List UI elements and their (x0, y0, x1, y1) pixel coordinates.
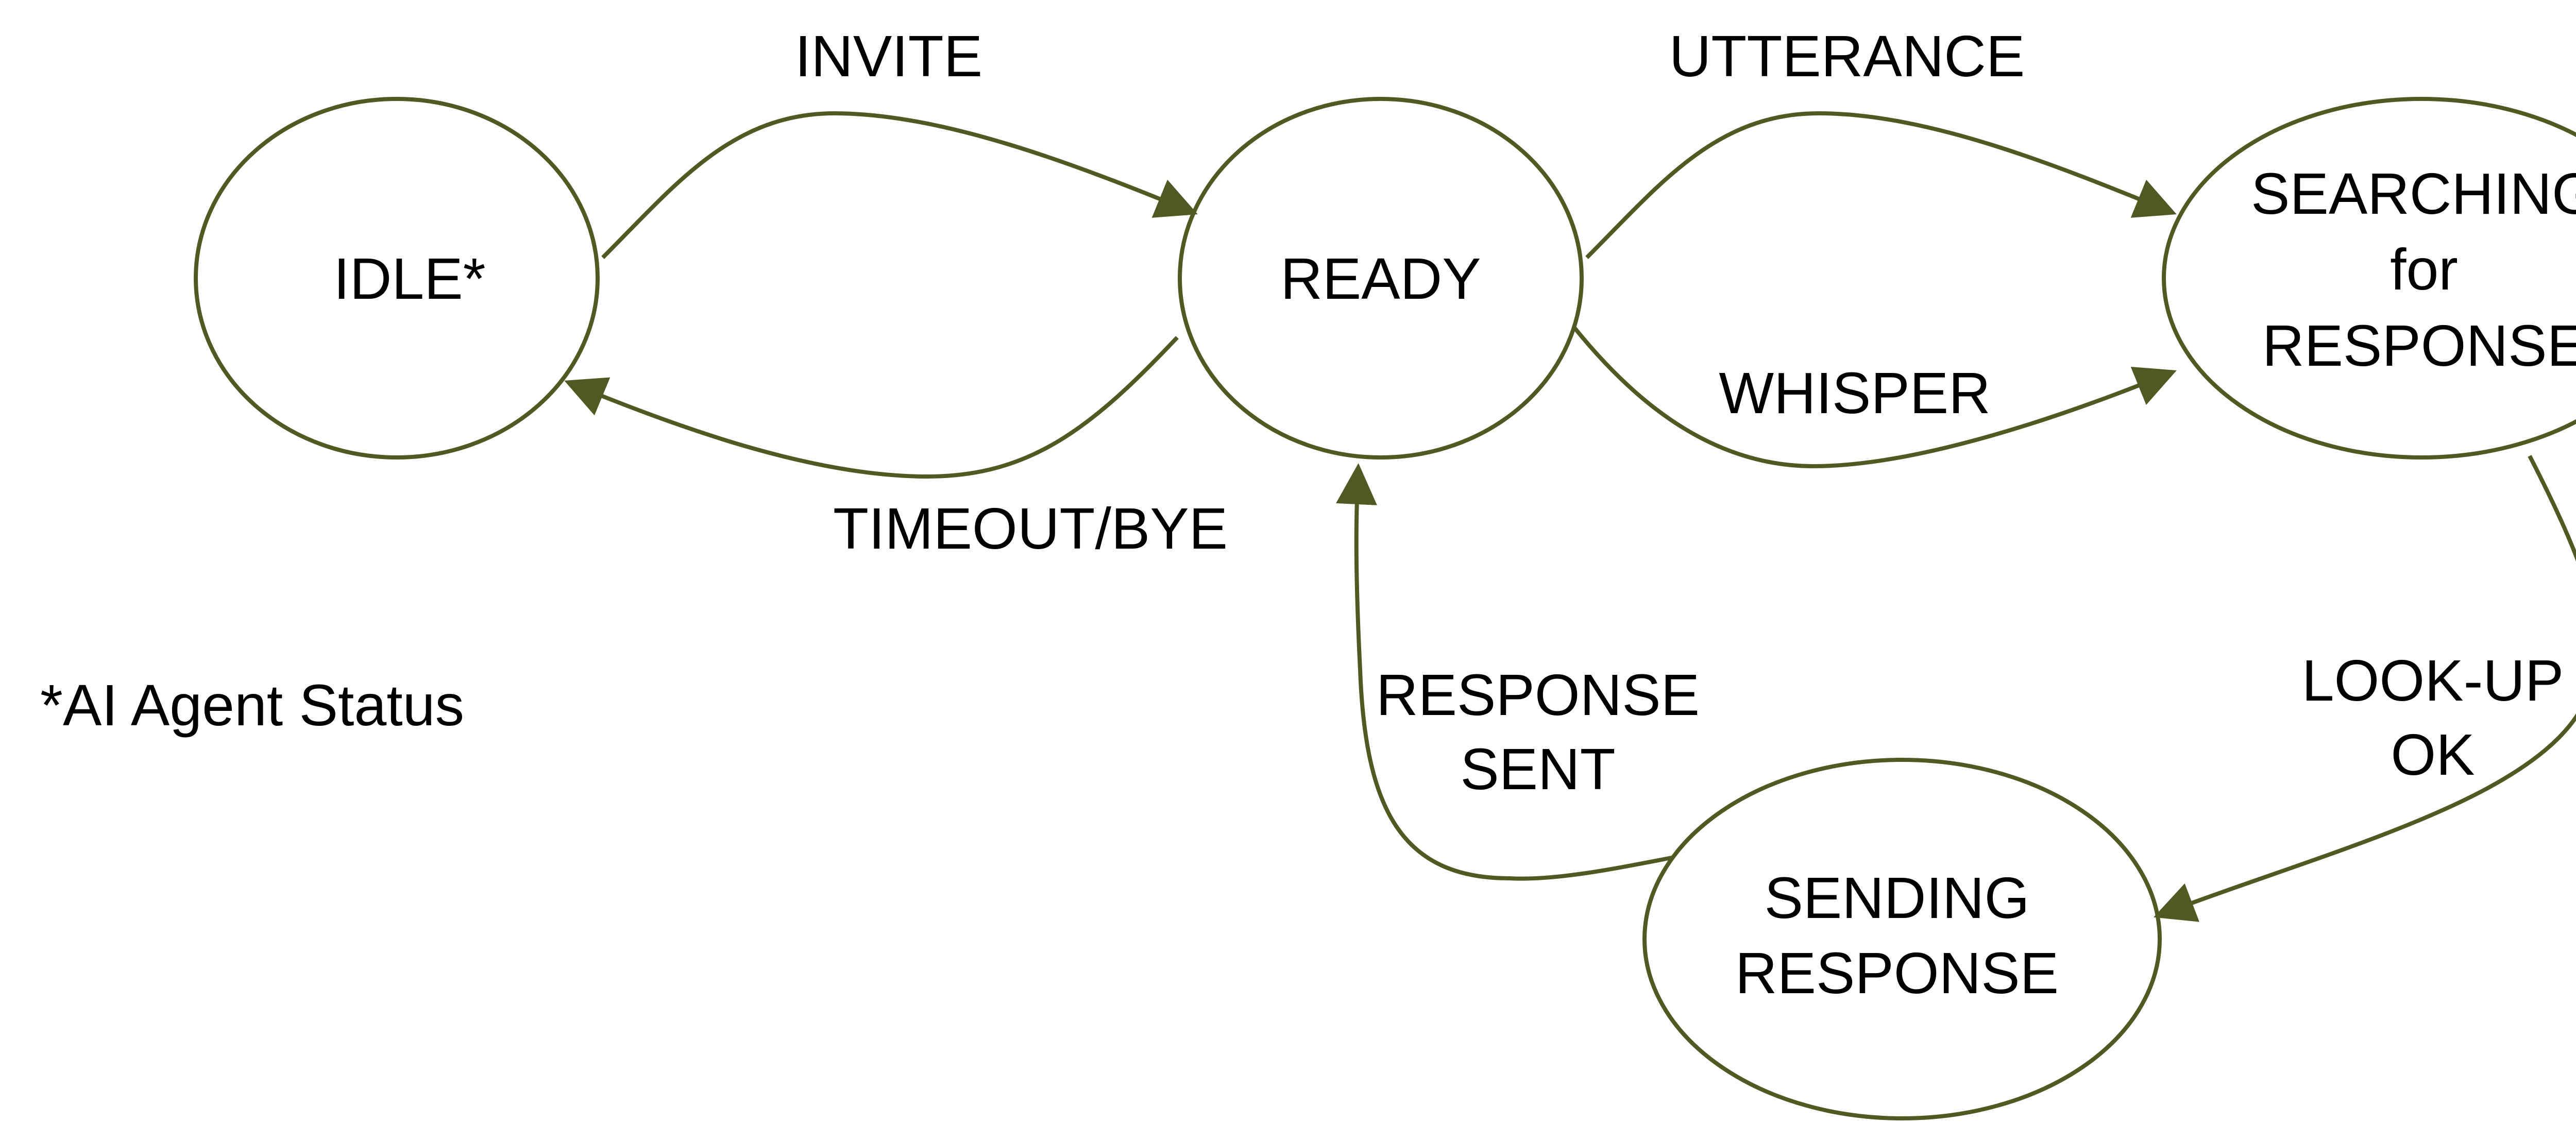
label-invite: INVITE (795, 24, 982, 89)
state-idle-ellipse (194, 97, 600, 460)
state-idle-label: IDLE* (333, 246, 485, 311)
arrow-response-sent (1336, 463, 1672, 881)
arrow-lookup-ok (2154, 455, 2576, 922)
label-response-sent-line2: SENT (1460, 737, 1615, 802)
arrow-timeout-bye (564, 336, 1179, 479)
state-ready-label: READY (1280, 246, 1481, 311)
arrow-invite (601, 111, 1198, 259)
label-utterance: UTTERANCE (1669, 24, 2025, 89)
label-lookup-ok-line1: LOOK-UP (2302, 648, 2564, 713)
arrow-whisper (1572, 326, 2177, 469)
state-sending-label-line2: RESPONSE (1735, 941, 2059, 1006)
state-ready: READY (1178, 97, 1584, 460)
label-lookup-ok-line2: OK (2391, 722, 2475, 787)
state-searching-ellipse (2162, 97, 2576, 460)
label-timeout-bye: TIMEOUT/BYE (833, 496, 1228, 561)
state-searching-for-response: SEARCHING for RESPONSE (2162, 97, 2576, 460)
state-idle: IDLE* (194, 97, 600, 460)
label-whisper: WHISPER (1719, 361, 1990, 426)
state-sending-label-line1: SENDING (1765, 865, 2030, 930)
state-searching-label-line3: RESPONSE (2262, 313, 2576, 378)
state-searching-label-line2: for (2390, 237, 2458, 302)
footnote-ai-agent-status: *AI Agent Status (40, 673, 464, 738)
state-ready-ellipse (1178, 97, 1584, 460)
arrow-utterance (1585, 111, 2177, 259)
label-response-sent-line1: RESPONSE (1376, 662, 1700, 727)
state-searching-label-line1: SEARCHING (2251, 161, 2576, 226)
state-sending-response: SENDING RESPONSE (1642, 758, 2162, 1120)
state-sending-ellipse (1642, 758, 2162, 1120)
